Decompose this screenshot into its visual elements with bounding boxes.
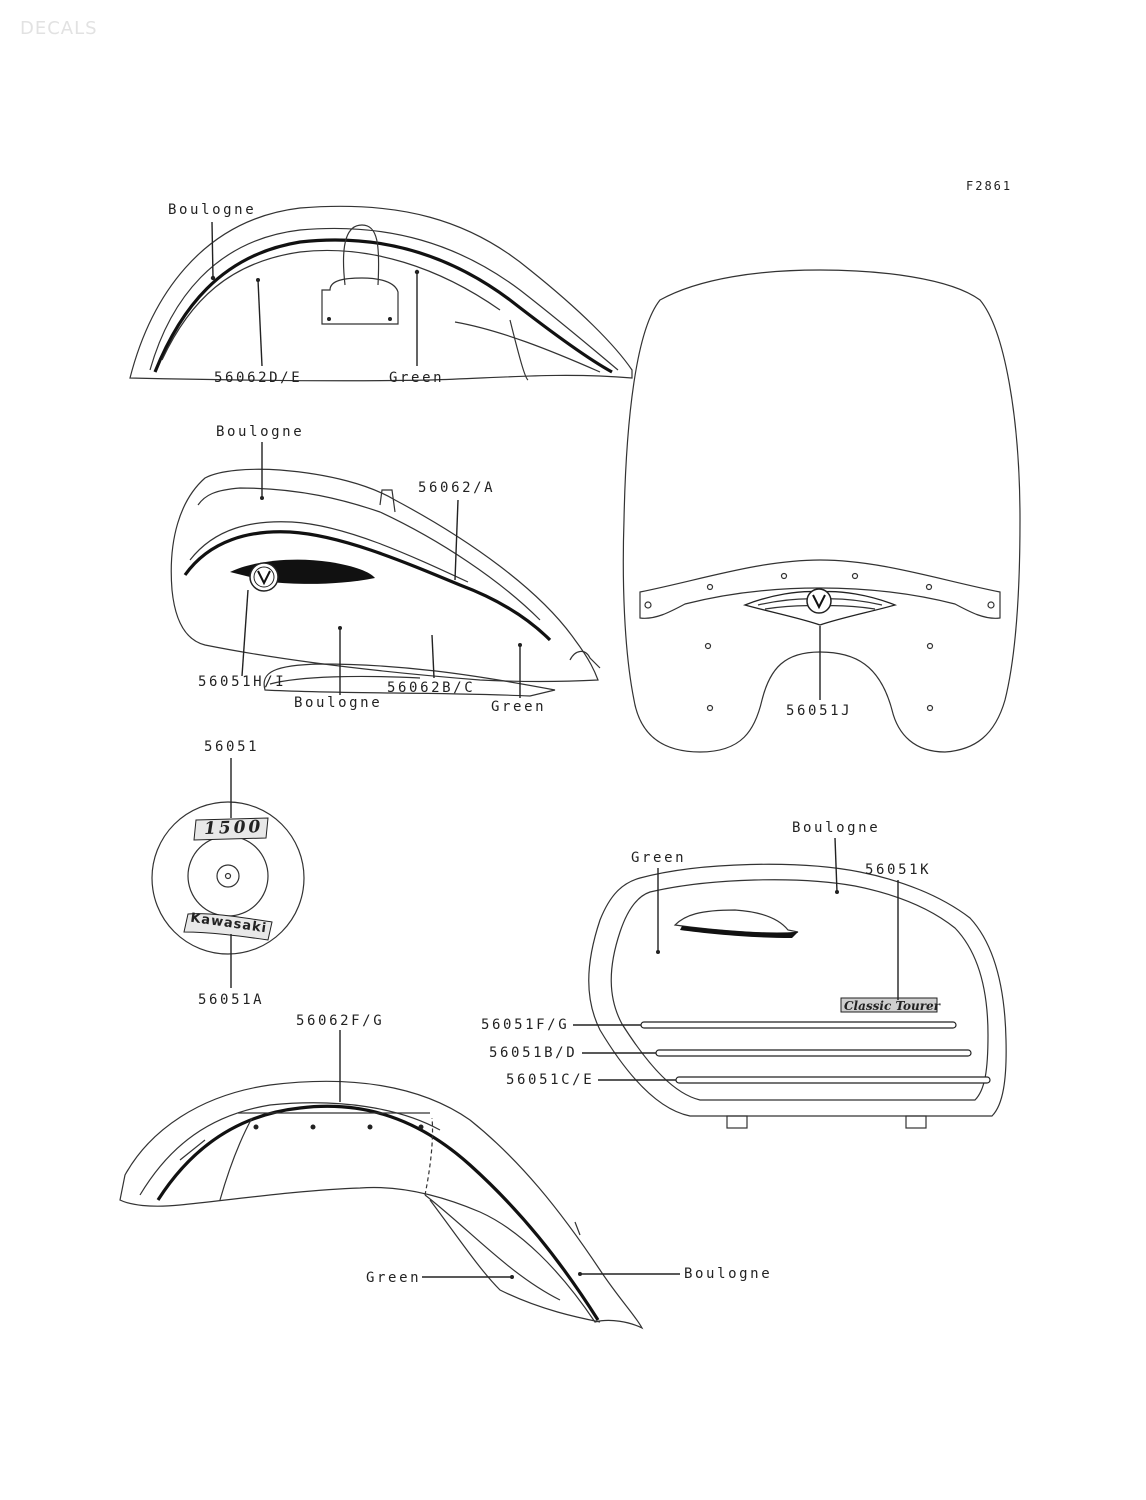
page-title: DECALS [20,18,98,39]
tank-color-lower-label: Boulogne [294,695,383,711]
windshield-drawing [622,269,1021,753]
tank-lower-stripe-part-label: 56062B/C [387,680,476,696]
rear-fender-stripe-part-label: 56062F/G [296,1013,385,1029]
windshield-emblem-part-label: 56051J [786,703,853,719]
saddlebag-stripe-1-part-label: 56051F/G [481,1017,570,1033]
saddlebag-color-body-label: Green [631,850,687,866]
roundel-part-label: 56051 [204,739,260,755]
tank-emblem-part-label: 56051H/I [198,674,287,690]
tank-upper-stripe-part-label: 56062/A [418,480,496,496]
figure-code: F2861 [966,179,1013,193]
front-fender-stripe-part-label: 56062D/E [214,370,303,386]
rear-fender-drawing [119,1030,680,1330]
saddlebag-stripe-3-part-label: 56051C/E [506,1072,595,1088]
front-fender-color-side-label: Green [389,370,445,386]
rear-fender-color-side-label: Green [366,1270,422,1286]
tank-color-rear-label: Green [491,699,547,715]
front-fender-color-top-label: Boulogne [168,202,257,218]
roundel-emblem-part-label: 56051A [198,992,265,1008]
side-cover-roundel-drawing [151,758,305,988]
tank-color-top-label: Boulogne [216,424,305,440]
front-fender-drawing [129,205,633,382]
saddlebag-stripe-2-part-label: 56051B/D [489,1045,578,1061]
saddlebag-classic-tourer-part-label: 56051K [865,862,932,878]
saddlebag-drawing [573,837,1007,1129]
saddlebag-color-trim-label: Boulogne [792,820,881,836]
saddlebag-classic-tourer-text: Classic Tourer [844,999,940,1013]
badge-1500-text: 1500 [203,816,264,840]
rear-fender-color-trim-label: Boulogne [684,1266,773,1282]
fuel-tank-drawing [170,442,601,698]
